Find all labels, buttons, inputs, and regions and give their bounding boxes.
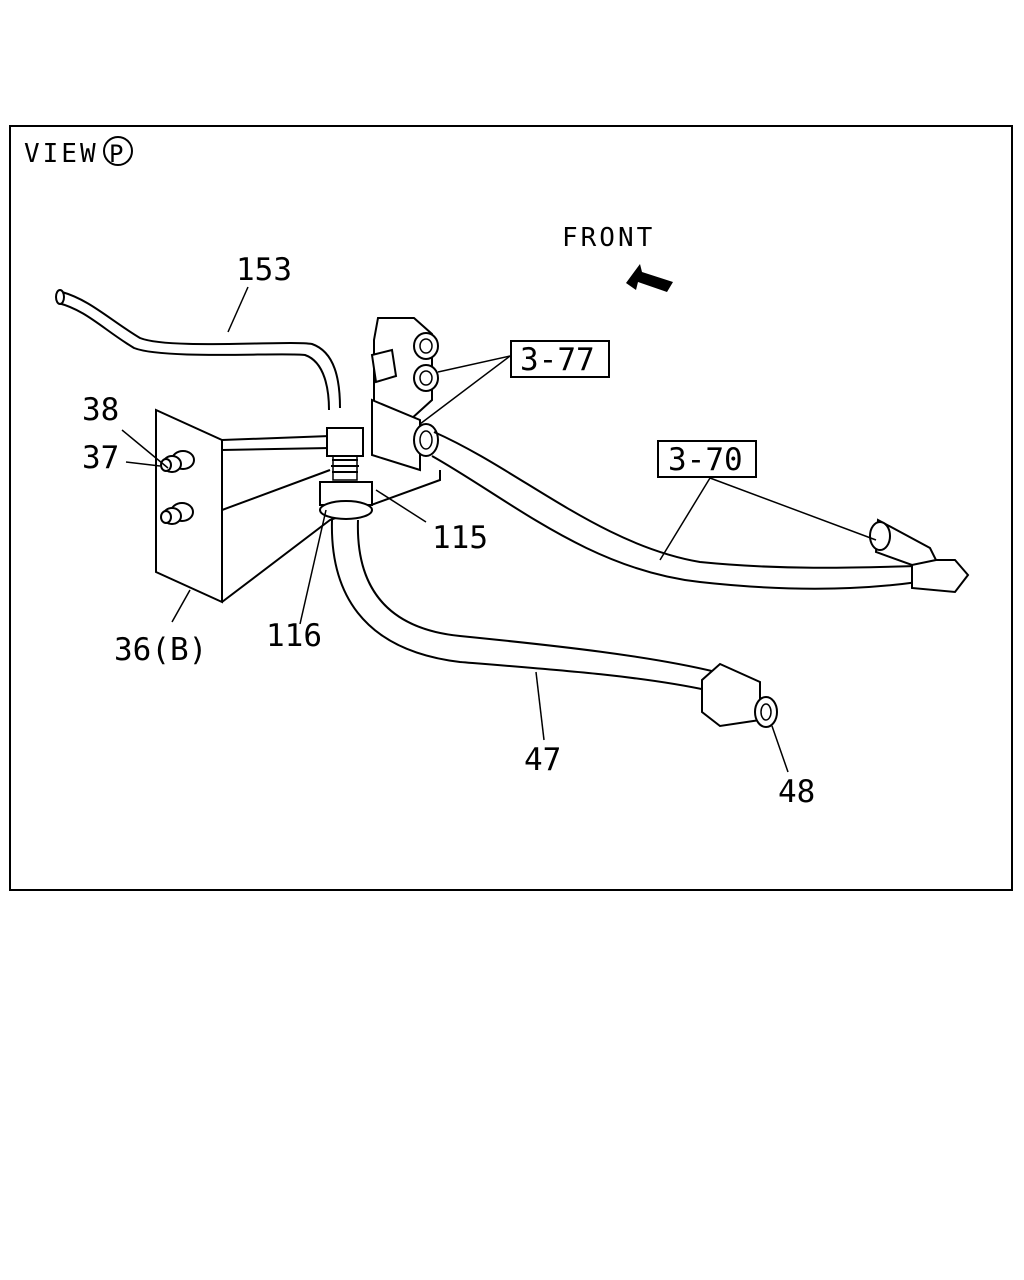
callout-box-3-70 bbox=[657, 440, 757, 478]
view-label: VIEW bbox=[24, 139, 99, 169]
callout-153: 153 bbox=[236, 252, 292, 288]
pipe-47 bbox=[330, 519, 778, 728]
leader-lines bbox=[121, 286, 877, 773]
view-circle-letter: P bbox=[109, 140, 123, 168]
bolt-37 bbox=[160, 502, 194, 525]
callout-box-3-77 bbox=[510, 340, 610, 378]
callout-48: 48 bbox=[778, 774, 815, 810]
pipe-153 bbox=[55, 289, 341, 411]
view-circle bbox=[103, 136, 133, 166]
callout-37: 37 bbox=[82, 440, 119, 476]
fitting-116 bbox=[319, 427, 373, 520]
callout-38: 38 bbox=[82, 392, 119, 428]
valve-3-77 bbox=[370, 317, 439, 472]
callout-3-70: 3-70 bbox=[668, 442, 743, 478]
callout-116: 116 bbox=[266, 618, 322, 654]
pipe-3-70 bbox=[431, 431, 970, 594]
callout-3-77: 3-77 bbox=[520, 342, 595, 378]
callout-36b: 36(B) bbox=[114, 632, 207, 668]
callout-115: 115 bbox=[432, 520, 488, 556]
front-arrow-icon bbox=[626, 264, 673, 292]
callout-47: 47 bbox=[524, 742, 561, 778]
front-label: FRONT bbox=[562, 223, 655, 253]
